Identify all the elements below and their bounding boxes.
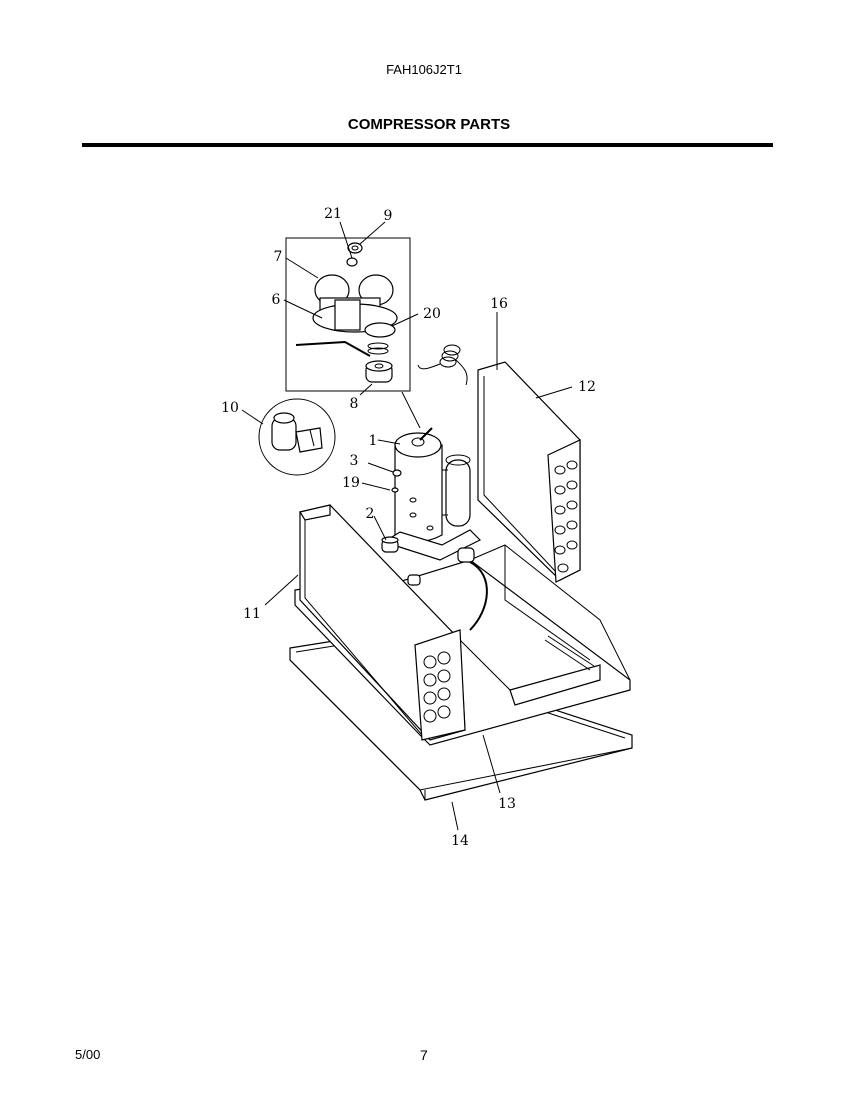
page-number: 7 — [420, 1047, 428, 1063]
terminal-cover-detail — [258, 398, 336, 476]
callout-21: 21 — [324, 206, 342, 222]
callout-2: 2 — [366, 506, 375, 522]
callout-19: 19 — [342, 475, 360, 491]
callout-6: 6 — [272, 292, 281, 308]
evaporator-coil — [477, 361, 581, 583]
inset-detail-box — [285, 237, 411, 392]
callout-16: 16 — [490, 296, 508, 312]
revision-date: 5/00 — [75, 1047, 101, 1062]
mounting-grommets — [381, 536, 488, 631]
callout-3: 3 — [350, 453, 359, 469]
callout-7: 7 — [274, 249, 283, 265]
callout-8: 8 — [350, 396, 359, 412]
callout-1: 1 — [369, 433, 378, 449]
callout-20: 20 — [423, 306, 441, 322]
callout-14: 14 — [451, 833, 469, 849]
condenser-coil — [299, 504, 466, 741]
callout-11: 11 — [243, 606, 261, 622]
capillary-tube-coil — [417, 344, 468, 386]
callout-12: 12 — [578, 379, 596, 395]
model-number: FAH106J2T1 — [386, 62, 462, 77]
title-rule — [82, 143, 773, 147]
section-title: COMPRESSOR PARTS — [347, 116, 511, 133]
callout-labels: 21 9 7 6 20 8 10 1 3 19 2 11 16 12 13 14 — [221, 206, 596, 849]
leader-lines — [241, 221, 573, 831]
callout-13: 13 — [498, 796, 516, 812]
compressor — [382, 427, 482, 561]
small-parts — [391, 469, 402, 493]
callout-10: 10 — [221, 400, 239, 416]
callout-9: 9 — [384, 208, 393, 224]
